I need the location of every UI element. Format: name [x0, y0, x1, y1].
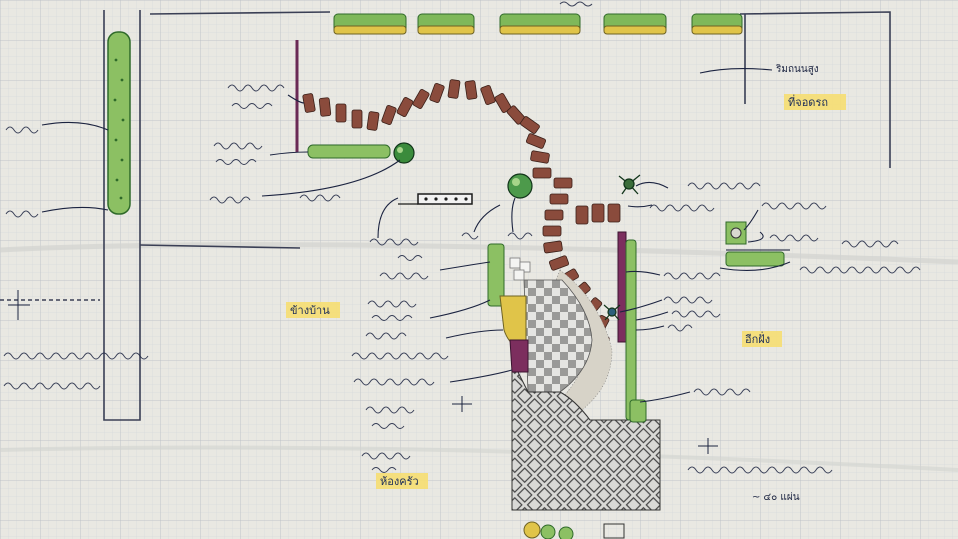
plant-symbol-icon: [507, 173, 533, 199]
building-outline: [0, 10, 891, 421]
checkered-paving: [523, 279, 593, 393]
palm-tree-icon: [618, 174, 641, 195]
small-hedge-right: [725, 251, 785, 267]
zone-label-bottom-text: ห้องครัว: [380, 475, 419, 488]
paper-crease: [0, 445, 958, 472]
zone-label-right-lower-text: อีกฝั่ง: [745, 331, 770, 346]
zone-label-right-text: ที่จอดรถ: [788, 94, 828, 109]
left-hedge: [107, 31, 131, 215]
handwritten-notes-scribbles: [3, 1, 921, 474]
lattice-paving: [511, 359, 661, 511]
dimension-marks: [8, 290, 718, 454]
potted-plant-icon: [725, 221, 747, 245]
gravel-area: [555, 269, 613, 416]
purple-strip-right: [617, 231, 627, 343]
note-top-right: ริมถนนสูง: [775, 64, 818, 75]
purple-bed: [509, 339, 529, 373]
green-strip-right: [625, 239, 637, 421]
green-strip-left: [487, 243, 505, 307]
bottom-planters: [523, 521, 625, 539]
zone-label-left: ข้างบ้าน: [286, 302, 340, 318]
bench-dots: [424, 197, 468, 201]
zone-label-left-text: ข้างบ้าน: [290, 304, 330, 317]
plant-symbol-icon: [393, 142, 415, 164]
green-strip-right-bottom: [629, 399, 647, 423]
note-bottom-right: ~ ๔๐ แผ่น: [752, 492, 800, 503]
annotation-leader-lines: [41, 68, 791, 403]
palm-tree-icon: [603, 304, 621, 321]
zone-label-bottom: ห้องครัว: [376, 473, 428, 489]
left-hedge-dots: [113, 58, 125, 200]
small-pavers: [509, 257, 531, 281]
zone-label-right-lower: อีกฝั่ง: [742, 331, 782, 347]
hedge-strip: [307, 144, 391, 159]
top-planters: [333, 13, 743, 35]
zone-label-right: ที่จอดรถ: [784, 94, 846, 110]
